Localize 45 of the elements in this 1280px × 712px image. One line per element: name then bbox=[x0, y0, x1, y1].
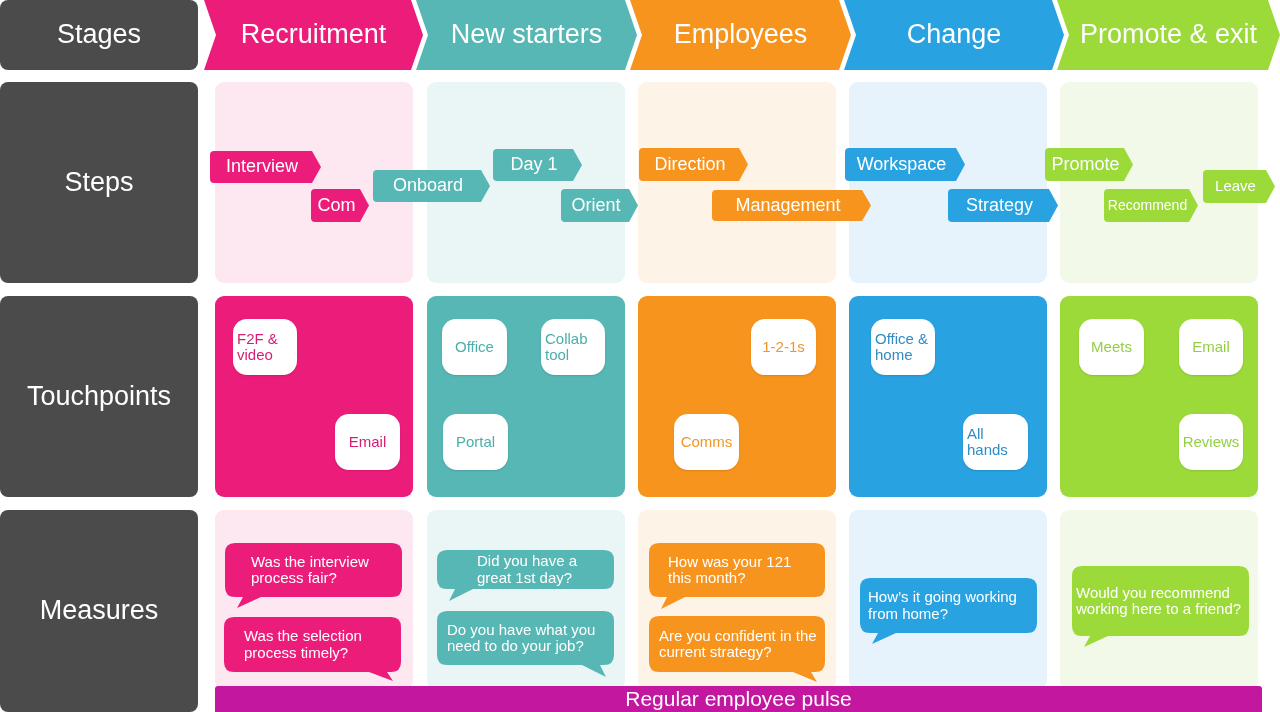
touchpoint-tile: 1-2-1s bbox=[751, 319, 816, 375]
touchpoint-tile: Portal bbox=[443, 414, 508, 470]
step-tag: Orient bbox=[561, 189, 638, 222]
touchpoint-tile: F2F & video bbox=[233, 319, 297, 375]
touchpoint-panel bbox=[638, 296, 836, 497]
step-tag: Leave bbox=[1203, 170, 1275, 203]
touchpoint-tile: Office & home bbox=[871, 319, 935, 375]
stage-header: Change bbox=[844, 0, 1064, 70]
touchpoint-tile: Office bbox=[442, 319, 507, 375]
step-tag: Strategy bbox=[948, 189, 1058, 222]
speech-bubble: Was the selection process timely? bbox=[224, 617, 401, 681]
speech-bubble: Do you have what you need to do your job? bbox=[437, 611, 614, 677]
speech-bubble: Did you have a great 1st day? bbox=[437, 550, 614, 601]
stage-header: Promote & exit bbox=[1057, 0, 1280, 70]
step-tag: Onboard bbox=[373, 170, 490, 202]
row-header: Stages bbox=[0, 0, 198, 70]
touchpoint-panel bbox=[849, 296, 1047, 497]
touchpoint-tile: Email bbox=[1179, 319, 1243, 375]
touchpoint-tile: All hands bbox=[963, 414, 1028, 470]
touchpoint-tile: Email bbox=[335, 414, 400, 470]
step-tag: Com bbox=[311, 189, 369, 222]
stage-header: New starters bbox=[416, 0, 637, 70]
step-tag: Management bbox=[712, 190, 871, 221]
stage-header: Recruitment bbox=[204, 0, 423, 70]
speech-bubble: How was your 121 this month? bbox=[649, 543, 825, 609]
step-tag: Recommend bbox=[1104, 189, 1198, 222]
row-header: Measures bbox=[0, 510, 198, 712]
speech-bubble: Was the interview process fair? bbox=[225, 543, 402, 608]
step-tag: Promote bbox=[1045, 148, 1133, 181]
touchpoint-panel bbox=[215, 296, 413, 497]
row-header: Touchpoints bbox=[0, 296, 198, 497]
row-header: Steps bbox=[0, 82, 198, 283]
touchpoint-tile: Comms bbox=[674, 414, 739, 470]
speech-bubble: Would you recommend working here to a friend? bbox=[1072, 566, 1249, 647]
step-tag: Day 1 bbox=[493, 149, 582, 181]
touchpoint-tile: Meets bbox=[1079, 319, 1144, 375]
touchpoint-panel bbox=[427, 296, 625, 497]
touchpoint-tile: Collab tool bbox=[541, 319, 605, 375]
touchpoint-panel bbox=[1060, 296, 1258, 497]
stage-header: Employees bbox=[630, 0, 851, 70]
speech-bubble: Are you confident in the current strategy? bbox=[649, 616, 825, 682]
pulse-bar: Regular employee pulse bbox=[215, 686, 1262, 712]
step-tag: Direction bbox=[639, 148, 748, 181]
speech-bubble: How’s it going working from home? bbox=[860, 578, 1037, 644]
touchpoint-tile: Reviews bbox=[1179, 414, 1243, 470]
